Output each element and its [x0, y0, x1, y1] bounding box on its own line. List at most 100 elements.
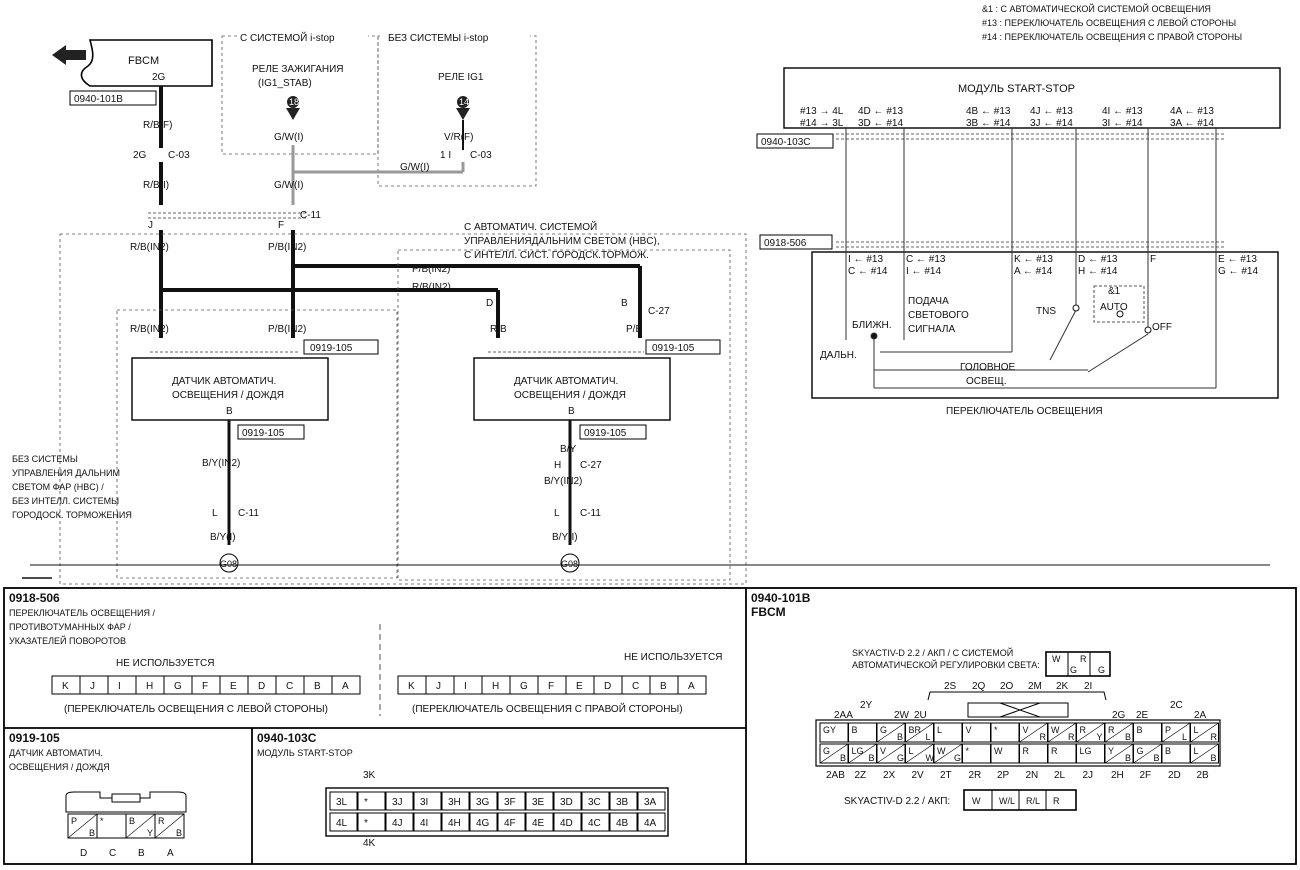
- fbcm-bottom-label-2P: 2P: [997, 770, 1010, 781]
- sw-right-pin-K-text: K: [408, 681, 415, 692]
- fbcm-bottom-label-2B: 2B: [1197, 770, 1210, 781]
- ss-pin-3A-text: 3A: [644, 797, 657, 808]
- auto-label: AUTO: [1100, 302, 1128, 313]
- switch-pin-1-a: C ← #13: [906, 254, 946, 265]
- legend-line-2: #13 : ПЕРЕКЛЮЧАТЕЛЬ ОСВЕЩЕНИЯ С ЛЕВОЙ СТ…: [982, 17, 1236, 28]
- sw-right-pin-J-text: J: [436, 681, 441, 692]
- sensor-pin-A-text: R: [158, 816, 165, 826]
- start-stop-module-title: МОДУЛЬ START-STOP: [958, 83, 1075, 95]
- module-pin-4-a: 4I ← #13: [1102, 106, 1143, 117]
- sw-left-pin-I: [107, 675, 137, 695]
- sw-left-pin-B-text: B: [314, 681, 321, 692]
- fbcm-r2-10-text: Y: [1108, 746, 1114, 756]
- headlight-label-1: ГОЛОВНОЕ: [960, 362, 1016, 373]
- ss-pin-4J-text: 4J: [392, 818, 403, 829]
- c11-pin-l: L: [212, 508, 218, 519]
- tns-label: TNS: [1036, 306, 1056, 317]
- ss-pin-4L-text: 4L: [336, 818, 348, 829]
- conn-0919-105-tag-2: 0919-105: [242, 428, 285, 439]
- fbcm-bottom-label-2AB: 2AB: [826, 770, 845, 781]
- conn-0940-103c-tag: 0940-103C: [761, 137, 810, 148]
- wire-label-pb-in2-2: P/B(IN2): [268, 324, 306, 335]
- sw-right-pin-H-text: H: [492, 681, 499, 692]
- headlight-label-2: ОСВЕЩ.: [966, 376, 1007, 387]
- unused-label-left: НЕ ИСПОЛЬЗУЕТСЯ: [116, 658, 214, 669]
- fbcm-note-2: АВТОМАТИЧЕСКОЙ РЕГУЛИРОВКИ СВЕТА:: [852, 659, 1040, 670]
- conn-0919-105-tag-1: 0919-105: [310, 343, 353, 354]
- panel-0919-code: 0919-105: [9, 731, 60, 745]
- c03-pin-1i: 1 I: [440, 150, 451, 161]
- module-pin-1-b: 3D ← #14: [858, 118, 903, 129]
- flash-label-1: ПОДАЧА: [908, 296, 949, 307]
- fbcm-r2-3-text: L: [909, 746, 914, 756]
- fbcm-r2-0-text: G: [823, 746, 830, 756]
- c11-pin-l-2: L: [554, 508, 560, 519]
- fbcm-bottom-label-2J: 2J: [1083, 770, 1094, 781]
- no-hbc-note-3: СВЕТОМ ФАР (HBC) /: [12, 482, 104, 492]
- sw-left-pin-D-text: D: [258, 681, 265, 692]
- sensor2-title-1: ДАТЧИК АВТОМАТИЧ.: [514, 376, 618, 387]
- module-pin-3-a: 4J ← #13: [1030, 106, 1073, 117]
- ss-pin-*-text: *: [364, 797, 368, 808]
- fbcm-top-label-2Q: 2Q: [972, 681, 986, 692]
- fuse-14-number: 14: [459, 97, 469, 107]
- light-switch-box: [811, 251, 1279, 399]
- panel-0919-title-1: ДАТЧИК АВТОМАТИЧ.: [9, 748, 103, 758]
- module-pin-1-a: 4D ← #13: [858, 106, 903, 117]
- fbcm-bottom-box-3: R: [1053, 796, 1060, 806]
- fbcm-r1-2-sub: B: [897, 732, 903, 742]
- fbcm-bottom-label-2L: 2L: [1054, 770, 1066, 781]
- fbcm-bottom-label-2V: 2V: [912, 770, 925, 781]
- sensor1-pin-b: B: [226, 406, 233, 417]
- panel-0918-title-1: ПЕРЕКЛЮЧАТЕЛЬ ОСВЕЩЕНИЯ /: [9, 608, 155, 618]
- fbcm-bottom-label-2N: 2N: [1026, 770, 1039, 781]
- no-hbc-note-1: БЕЗ СИСТЕМЫ: [12, 454, 78, 464]
- sw-right-pin-C-text: C: [632, 681, 639, 692]
- conn-0940-101b-tag: 0940-101B: [74, 94, 123, 105]
- panel-0940-103c-title: МОДУЛЬ START-STOP: [257, 748, 353, 758]
- ss-pin-4C-text: 4C: [588, 818, 601, 829]
- fbcm-r1-4-text: L: [937, 725, 942, 735]
- fbcm-r1-12-sub: L: [1182, 732, 1187, 742]
- wire-label-pb-in2: P/B(IN2): [268, 242, 306, 253]
- sensor2-title-2: ОСВЕЩЕНИЯ / ДОЖДЯ: [514, 390, 626, 401]
- ss-pin-4L: [329, 812, 358, 832]
- switch-pin-2-a: K ← #13: [1014, 254, 1053, 265]
- fbcm-r2-5-text: *: [966, 746, 970, 756]
- ss-pin-3F: [497, 791, 526, 811]
- ss-pin-3E-text: 3E: [532, 797, 545, 808]
- flash-label-3: СИГНАЛА: [908, 324, 955, 335]
- sw-left-pin-A: [331, 675, 361, 695]
- fbcm-r1-7-sub: R: [1040, 732, 1047, 742]
- c27-label-2: C-27: [580, 460, 602, 471]
- fbcm-top-label-2I: 2I: [1084, 681, 1092, 692]
- fbcm-bottom-box-2: R/L: [1026, 796, 1040, 806]
- ss-pin-4E: [525, 812, 554, 832]
- sw-left-pin-E-text: E: [230, 681, 237, 692]
- sw-right-pin-I-text: I: [464, 681, 467, 692]
- ss-pin-4E-text: 4E: [532, 818, 545, 829]
- ss-pin-3B: [609, 791, 638, 811]
- ss-pin-4F: [497, 812, 526, 832]
- ss-pin-3F-text: 3F: [504, 797, 516, 808]
- sensor-pin-D-text: P: [71, 816, 77, 826]
- ss-pin-3H: [441, 791, 470, 811]
- caption-left-switch: (ПЕРЕКЛЮЧАТЕЛЬ ОСВЕЩЕНИЯ С ЛЕВОЙ СТОРОНЫ…: [64, 702, 328, 715]
- ign-relay-label: РЕЛЕ ЗАЖИГАНИЯ: [252, 64, 344, 75]
- wire-label-gw-i-c: G/W(I): [274, 180, 303, 191]
- fbcm-upper-label-2A: 2A: [1194, 710, 1207, 721]
- fbcm-r2-10-sub: B: [1125, 753, 1131, 763]
- wire-label-by-i-2: B/Y(I): [552, 532, 578, 543]
- ss-pin-3C: [581, 791, 610, 811]
- legend-line-3: #14 : ПЕРЕКЛЮЧАТЕЛЬ ОСВЕЩЕНИЯ С ПРАВОЙ С…: [982, 31, 1242, 42]
- light-switch-caption: ПЕРЕКЛЮЧАТЕЛЬ ОСВЕЩЕНИЯ: [946, 406, 1103, 417]
- sw-right-pin-D-text: D: [604, 681, 611, 692]
- fbcm-bottom-label-2D: 2D: [1168, 770, 1181, 781]
- fbcm-r2-4-sub: G: [954, 753, 961, 763]
- fbcm-r2-11-text: G: [1137, 746, 1144, 756]
- switch-pin-4-a: F: [1150, 254, 1156, 265]
- ss-pin-3G: [469, 791, 498, 811]
- fbcm-r1-6-text: *: [994, 725, 998, 735]
- sensor-pin-B-text: B: [129, 816, 135, 826]
